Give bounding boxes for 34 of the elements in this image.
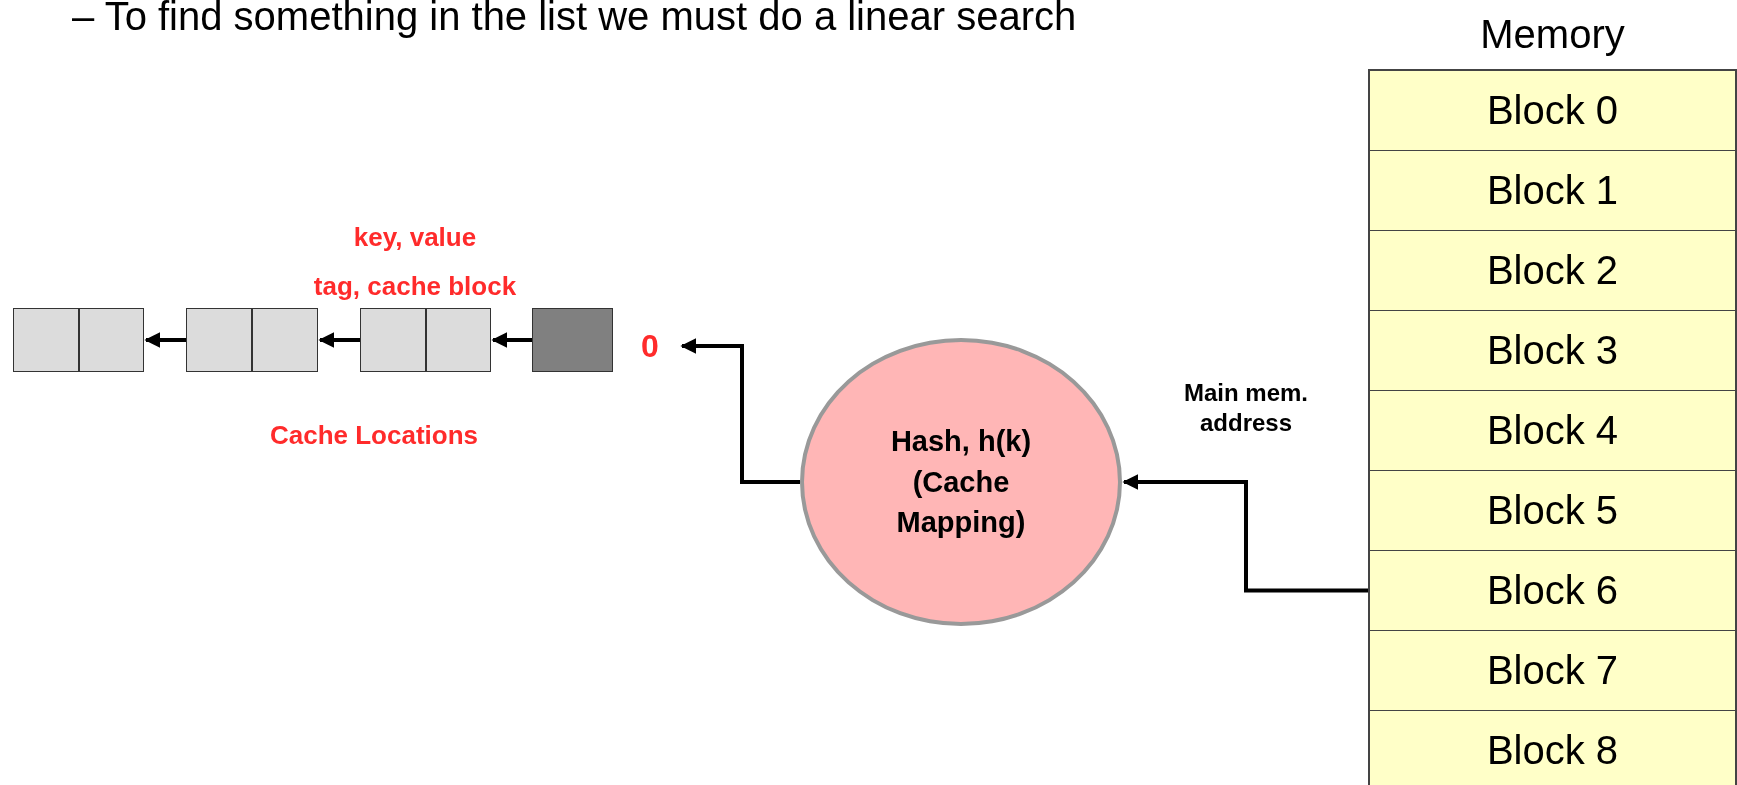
hash-label: Hash, h(k) (Cache Mapping): [889, 424, 1033, 541]
memory-block: [1369, 630, 1736, 711]
memory-block: [1369, 310, 1736, 391]
block-label: Block 5: [1486, 488, 1619, 533]
memory-block: [1369, 70, 1736, 151]
block-label: Block 1: [1486, 168, 1619, 213]
list-node: [13, 308, 144, 372]
field-label: tag, cache block: [312, 271, 518, 302]
memory-block: [1369, 150, 1736, 231]
block-label: Block 6: [1486, 568, 1619, 613]
memory-block: [1369, 710, 1736, 785]
block-label: Block 0: [1486, 88, 1619, 133]
memory-block: [1369, 550, 1736, 631]
list-head-box: [532, 308, 613, 372]
block-label: Block 2: [1486, 248, 1619, 293]
arrow: [1122, 474, 1369, 593]
bullet-text: – To find something in the list we must do a linear search: [72, 0, 1078, 39]
list-node: [360, 308, 491, 372]
arrow: [144, 332, 186, 348]
arrow: [491, 332, 532, 348]
memory-block: [1369, 230, 1736, 311]
list-node: [186, 308, 318, 372]
block-label: Block 4: [1486, 408, 1619, 453]
memory-heading: Memory: [1479, 12, 1626, 57]
arrow: [318, 332, 360, 348]
index-label: 0: [636, 328, 664, 370]
field-label: key, value: [352, 222, 478, 253]
memory-block: [1369, 390, 1736, 471]
memory-block: [1369, 470, 1736, 551]
block-label: Block 8: [1486, 728, 1619, 773]
block-label: Block 7: [1486, 648, 1619, 693]
arrow: [680, 338, 800, 484]
caption-text: Cache Locations: [268, 420, 480, 451]
block-label: Block 3: [1486, 328, 1619, 373]
